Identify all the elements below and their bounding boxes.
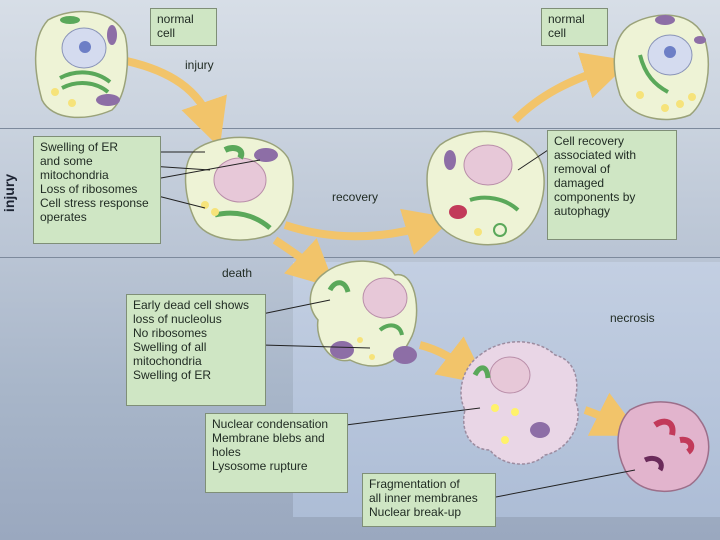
swollen-cell: [186, 137, 294, 240]
injury-arrow-label: injury: [185, 58, 214, 72]
fragmentation-box: Fragmentation of all inner membranes Nuc…: [362, 473, 496, 527]
leader-fragmentation: [496, 470, 635, 497]
early-dead-cell: [310, 261, 417, 366]
normal-cell-right-label: normal cell: [541, 8, 608, 46]
swelling-box: Swelling of ER and some mitochondria Los…: [33, 136, 161, 244]
injury-side-label: injury: [1, 174, 17, 212]
leader-condensation: [338, 408, 480, 426]
necrosis-label: necrosis: [610, 311, 655, 325]
recovery-up-arrow: [515, 68, 608, 120]
normal-cell-right: [614, 15, 708, 119]
early-dead-box: Early dead cell shows loss of nucleolus …: [126, 294, 266, 406]
fragmented-cell: [618, 402, 709, 492]
recovery-cell: [427, 131, 544, 244]
necrosis-arrow-2: [585, 410, 620, 425]
death-arrow-label: death: [222, 266, 252, 280]
normal-cell-left-label: normal cell: [150, 8, 217, 46]
death-arrow: [275, 240, 318, 272]
recovery-arrow-label: recovery: [332, 190, 378, 204]
normal-cell-left: [36, 12, 128, 118]
recovery-arrow: [285, 225, 430, 236]
necrosis-arrow-1: [420, 345, 468, 370]
necrotic-cell: [461, 342, 578, 464]
nuclear-condensation-box: Nuclear condensation Membrane blebs and …: [205, 413, 348, 493]
recovery-note-box: Cell recovery associated with removal of…: [547, 130, 677, 240]
